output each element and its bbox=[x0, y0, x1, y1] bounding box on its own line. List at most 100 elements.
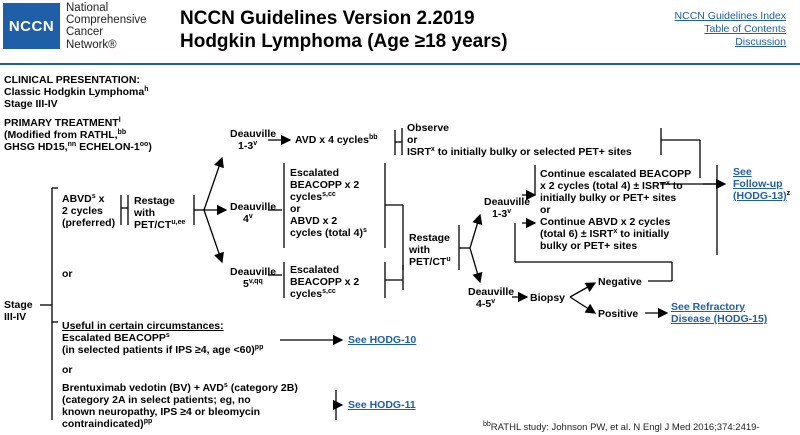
footnote-ref: v bbox=[491, 298, 496, 305]
restage1-line1: Restage bbox=[134, 195, 175, 207]
restage1-line3: PET/CTu,ee bbox=[134, 219, 185, 231]
stage-label-line1: Stage bbox=[4, 299, 33, 311]
deauville-b-value: 4 bbox=[243, 213, 249, 225]
footnote-ref: v bbox=[253, 140, 258, 147]
clinical-presentation-line1: Classic Hodgkin Lymphomah bbox=[4, 86, 149, 98]
escalated-b-cycles-text: cycles bbox=[290, 288, 323, 300]
see-hodg10-link[interactable]: See HODG-10 bbox=[348, 334, 417, 346]
deauville-1-3-line2: 1-3v bbox=[238, 140, 257, 152]
footnote-ref: nn bbox=[67, 141, 77, 148]
or-label: or bbox=[62, 268, 73, 280]
footnote-ref: bb bbox=[117, 129, 127, 136]
abvd-line3: (preferred) bbox=[62, 217, 116, 229]
escalated-a-line6: cycles (total 4)s bbox=[290, 227, 367, 239]
continue-line6a-text: (total 6) ± ISRT bbox=[540, 228, 614, 240]
footnote-ref: s,cc bbox=[322, 288, 336, 295]
deauville-4-line2: 4v bbox=[243, 213, 253, 225]
footnote-ref: v,qq bbox=[248, 278, 263, 285]
useful-beacopp-text: Escalated BEACOPP bbox=[62, 332, 166, 344]
refractory-link-line1[interactable]: See Refractory bbox=[671, 301, 746, 313]
continue-line4: or bbox=[540, 204, 551, 216]
biopsy-label: Biopsy bbox=[530, 292, 566, 304]
escalated-a-line5: ABVD x 2 bbox=[290, 215, 338, 227]
primary-treatment-line2: GHSG HD15,nn ECHELON-1oo) bbox=[4, 141, 152, 153]
footnote-ref: s bbox=[165, 332, 170, 339]
footnote: bbRATHL study: Johnson PW, et al. N Engl… bbox=[483, 421, 760, 433]
avd-label: AVD x 4 cycles bbox=[295, 134, 369, 146]
deauville-4-line1: Deauville bbox=[230, 201, 277, 213]
footnote-ref: v bbox=[507, 208, 512, 215]
useful-heading: Useful in certain circumstances: bbox=[62, 320, 224, 332]
deauville-e-line1: Deauville bbox=[468, 286, 515, 298]
useful-bv-line3: known neuropathy, IPS ≥4 or bleomycin bbox=[62, 406, 261, 418]
restage1-line3-text: PET/CT bbox=[134, 219, 172, 231]
deauville-d-line1: Deauville bbox=[484, 196, 531, 208]
footnote-ref: x bbox=[430, 146, 435, 153]
deauville-c-value: 5 bbox=[243, 278, 249, 290]
restage2-line3: PET/CTu bbox=[409, 256, 451, 268]
avd-text: AVD x 4 cyclesbb bbox=[295, 134, 378, 146]
primary-line2c-text: ) bbox=[148, 141, 152, 153]
deauville-d-value: 1-3 bbox=[492, 208, 508, 220]
footnote-ref: pp bbox=[143, 418, 153, 425]
footnote-ref: u,ee bbox=[171, 219, 186, 226]
continue-line2a-text: x 2 cycles (total 4) ± ISRT bbox=[540, 180, 666, 192]
restage2-line1: Restage bbox=[409, 232, 450, 244]
abvd-line1-text: ABVD bbox=[62, 193, 92, 205]
continue-line6: (total 6) ± ISRTx to initially bbox=[540, 228, 669, 240]
useful-bv-line1: Brentuximab vedotin (BV) + AVDs (categor… bbox=[62, 382, 298, 394]
observe-isrt-text: ISRT bbox=[407, 146, 431, 158]
footnote-text: RATHL study: Johnson PW, et al. N Engl J… bbox=[490, 422, 760, 433]
deauville-d-line2: 1-3v bbox=[492, 208, 511, 220]
deauville-1-3-line1: Deauville bbox=[230, 128, 277, 140]
restage2-line3-text: PET/CT bbox=[409, 256, 447, 268]
primary-heading-text: PRIMARY TREATMENT bbox=[4, 117, 119, 129]
nccn-logo: NCCN bbox=[3, 3, 60, 49]
footnote-ref: s,cc bbox=[322, 191, 336, 198]
table-of-contents-link[interactable]: Table of Contents bbox=[704, 23, 786, 35]
page-subtitle: Hodgkin Lymphoma (Age ≥18 years) bbox=[180, 31, 508, 52]
follow-up-link-line1[interactable]: See bbox=[733, 166, 752, 178]
primary-line1-text: (Modified from RATHL, bbox=[4, 129, 118, 141]
footnote-ref: u bbox=[446, 256, 451, 263]
restage2-line2: with bbox=[409, 244, 430, 256]
escalated-a-cycles-text: cycles bbox=[290, 191, 323, 203]
follow-up-hodg13-link[interactable]: (HODG-13) bbox=[733, 190, 787, 202]
logo-text: NCCN bbox=[8, 17, 55, 35]
continue-line2: x 2 cycles (total 4) ± ISRTx to bbox=[540, 180, 683, 192]
deauville-5-line1: Deauville bbox=[230, 266, 277, 278]
see-hodg11-link[interactable]: See HODG-11 bbox=[348, 399, 416, 411]
continue-line5: Continue ABVD x 2 cycles bbox=[540, 216, 671, 228]
deauville-e-line2: 4-5v bbox=[476, 298, 495, 310]
footnote-ref: x bbox=[613, 228, 618, 235]
continue-line6b-text: to initially bbox=[617, 228, 670, 240]
guidelines-index-link[interactable]: NCCN Guidelines Index bbox=[674, 10, 786, 22]
continue-line7: bulky or PET+ sites bbox=[540, 240, 638, 252]
stage-label-line2: III-IV bbox=[4, 311, 27, 323]
useful-or: or bbox=[62, 364, 73, 376]
footnote-ref: h bbox=[144, 86, 149, 93]
footnote-ref: l bbox=[118, 117, 121, 124]
continue-line3: initially bulky or PET+ sites bbox=[540, 192, 677, 204]
footnote-ref: pp bbox=[254, 344, 264, 351]
clinical-presentation-heading: CLINICAL PRESENTATION: bbox=[4, 74, 140, 86]
clinical-heading-text: CLINICAL PRESENTATION: bbox=[4, 74, 140, 86]
primary-line2a-text: GHSG HD15, bbox=[4, 141, 68, 153]
footnote-ref: bb bbox=[368, 134, 378, 141]
abvd-line1b-text: x bbox=[95, 193, 105, 205]
clinical-presentation-line2: Stage III-IV bbox=[4, 98, 58, 110]
primary-treatment-line1: (Modified from RATHL,bb bbox=[4, 129, 126, 141]
useful-bv-line2: (category 2A in select patients; eg, no bbox=[62, 394, 251, 406]
deauville-5-line2: 5v,qq bbox=[243, 278, 263, 290]
refractory-link-line2[interactable]: Disease (HODG-15) bbox=[671, 313, 768, 325]
useful-bv-line4: contraindicated)pp bbox=[62, 418, 152, 430]
primary-treatment-heading: PRIMARY TREATMENTl bbox=[4, 117, 121, 129]
follow-up-link-line2[interactable]: Follow-up bbox=[733, 178, 783, 190]
escalated-b-line1: Escalated bbox=[290, 264, 340, 276]
abvd-line1: ABVDs x bbox=[62, 193, 104, 205]
escalated-a-total-text: cycles (total 4) bbox=[290, 227, 363, 239]
discussion-link[interactable]: Discussion bbox=[735, 36, 786, 48]
escalated-a-line4: or bbox=[290, 203, 301, 215]
deauville-e-value: 4-5 bbox=[476, 298, 492, 310]
